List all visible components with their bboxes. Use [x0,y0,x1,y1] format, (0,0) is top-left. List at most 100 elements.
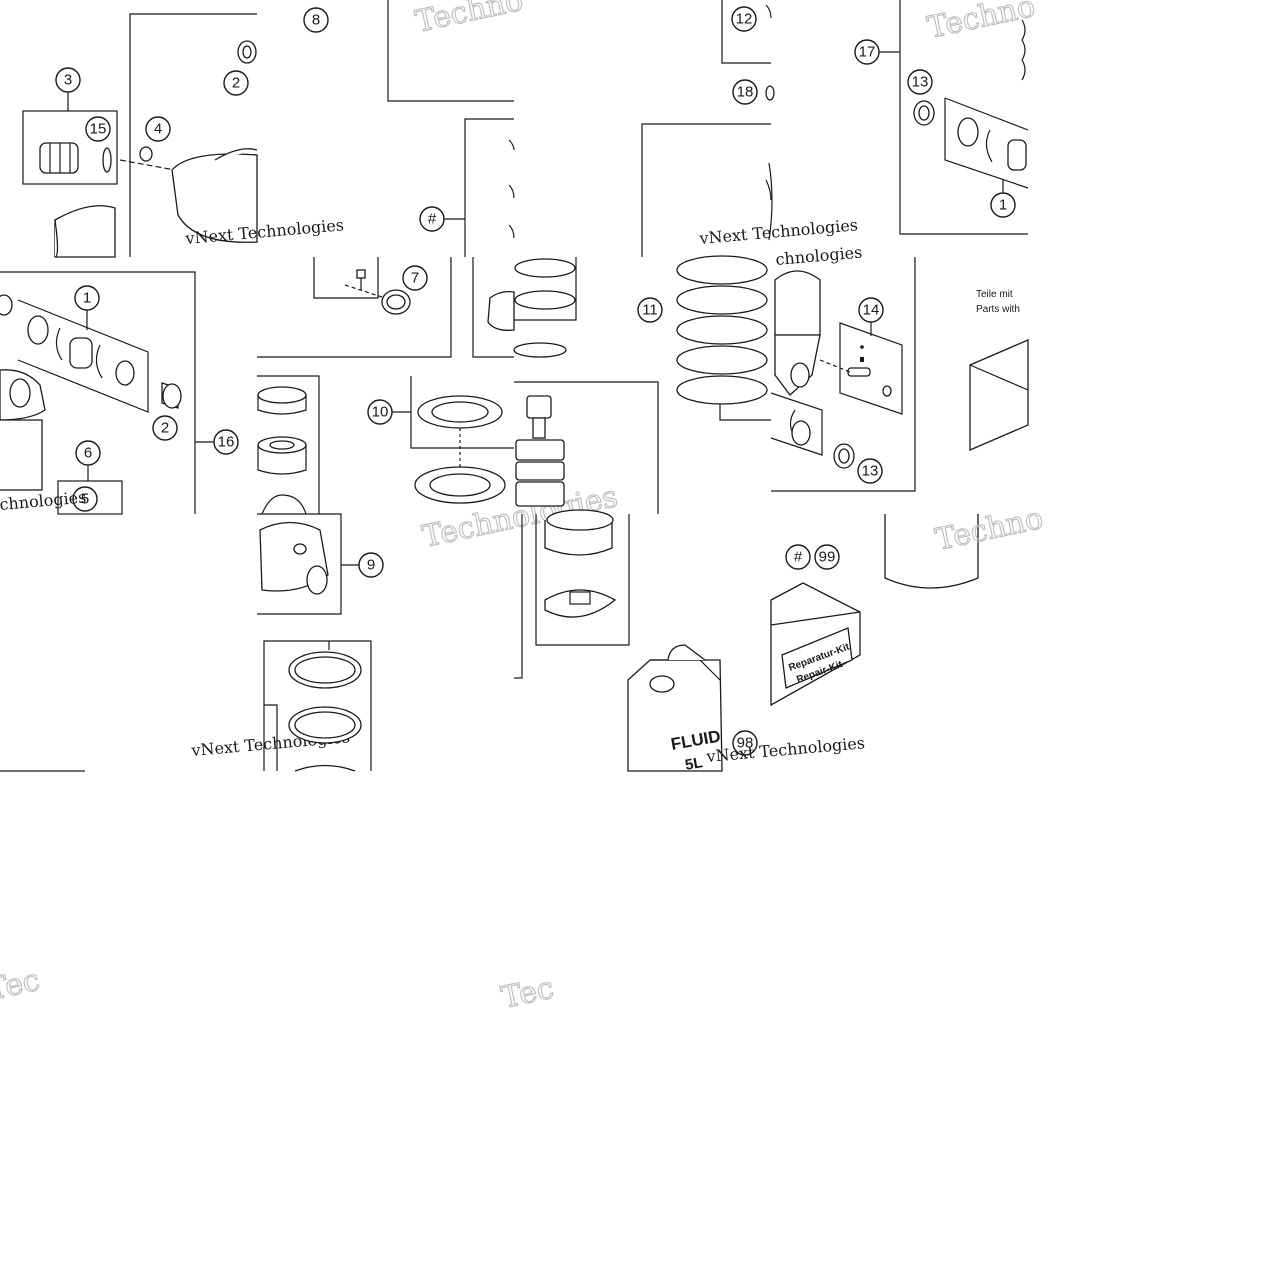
callout-hash-99[interactable]: # [785,544,811,570]
tile-top-right: Techno 17 13 1 [854,0,1039,235]
tile-bottom-center-left: 9 [257,513,384,772]
callout-2[interactable]: 2 [223,70,249,96]
callout-16[interactable]: 16 [213,429,239,455]
tile-top-center-left: 8 Techno # [303,0,527,257]
part-circlip [513,342,567,358]
callout-18-label: 18 [737,84,754,101]
watermark-outline-4: Techno [932,501,1046,558]
part-adjuster-screw [344,269,411,315]
callout-8-label: 8 [312,12,320,29]
tile-right-center: chnologies 14 13 [770,242,1029,492]
callout-2-label: 2 [232,75,240,92]
part-fluid-can-2 [884,514,979,589]
part-spring-preload-sleeve [54,205,116,258]
watermark-text-3: chnologies [0,487,87,514]
callout-98-label: 98 [737,735,754,752]
part-repair-kit-box-top [969,339,1029,451]
watermark-outline-2: Techno [924,0,1038,46]
callout-17-label: 17 [859,44,876,61]
callout-99[interactable]: 99 [814,544,840,570]
watermark-text-2: vNext Technologies [698,215,859,248]
part-bushing [237,40,257,64]
callout-13-lower[interactable]: 13 [857,458,883,484]
callout-3[interactable]: 3 [55,67,81,93]
group-box-5 [57,480,123,515]
callout-99-label: 99 [819,549,836,566]
callout-1-label: 1 [83,290,91,307]
part-bushing-set [913,97,1029,189]
callout-12[interactable]: 12 [731,6,757,32]
callout-4-label: 4 [154,121,162,138]
part-valve [139,146,153,162]
callout-10[interactable]: 10 [367,399,393,425]
callout-hash-99-label: # [794,549,803,566]
part-shock-lower-body [774,270,821,396]
part-spring-seat [414,395,506,504]
callout-18[interactable]: 18 [732,79,758,105]
watermark-outline: Techno [412,0,526,40]
callout-12-label: 12 [736,11,753,28]
callout-14-label: 14 [863,302,880,319]
part-fluid-can: FLUID 5L [627,644,723,774]
callout-9[interactable]: 9 [358,552,384,578]
callout-5[interactable]: 5 [72,486,98,512]
part-reservoir-cap [39,142,112,174]
callout-6[interactable]: 6 [75,440,101,466]
callout-1-top-label: 1 [999,197,1007,214]
note-parts-with: Parts with [976,304,1020,315]
callout-1[interactable]: 1 [74,285,100,311]
callout-hash[interactable]: # [419,206,445,232]
part-damper-piston [515,395,565,507]
part-spring-retainer-9 [259,521,329,595]
part-bushing-set-lower [770,392,855,469]
part-o-rings [288,651,362,772]
callout-11-label: 11 [642,302,658,319]
part-bearing [161,382,182,409]
callout-17[interactable]: 17 [854,39,880,65]
callout-7[interactable]: 7 [402,265,428,291]
callout-15-label: 15 [90,121,107,138]
tile-top-center-right: 12 18 vNext Technologies [641,0,859,257]
tile-center-right: 11 [513,162,773,514]
callout-5-label: 5 [81,491,89,508]
callout-9-label: 9 [367,557,375,574]
callout-13-lower-label: 13 [862,463,879,480]
part-coil-spring [676,255,768,405]
callout-8[interactable]: 8 [303,7,329,33]
callout-4[interactable]: 4 [145,116,171,142]
part-shock-eyelet [0,369,46,491]
part-valve-assembly [819,322,903,415]
group-box-15 [22,110,118,185]
callout-2-left[interactable]: 2 [152,415,178,441]
watermark-fragment-1: Tec [0,963,43,1008]
note-teile-mit: Teile mit [976,289,1013,300]
fluid-can-label-2: 5L [684,754,704,774]
callout-3-label: 3 [64,72,72,89]
callout-1-top[interactable]: 1 [990,192,1016,218]
callout-14[interactable]: 14 [858,297,884,323]
callout-16-label: 16 [218,434,235,451]
part-repair-kit-box: Reparatur-Kit Repair-Kit [770,582,861,707]
part-eyelet-bushing [487,290,515,331]
callout-7-label: 7 [411,270,419,287]
callout-13-label: 13 [912,74,929,91]
part-spring-top [514,258,576,310]
part-seal-kit [0,294,149,413]
callout-hash-label: # [428,211,437,228]
watermark-text-6: vNext Technologies [705,733,866,766]
part-reservoir [171,148,258,243]
watermark-fragments: Tec Tec [0,962,557,1016]
callout-11[interactable]: 11 [637,297,663,323]
watermark-text-4: chnologies [775,242,863,269]
callout-6-label: 6 [84,445,92,462]
part-spring-retainers [257,386,307,515]
callout-10-label: 10 [372,404,389,421]
callout-13[interactable]: 13 [907,69,933,95]
tile-shock-body-left: 1 2 16 [0,271,239,515]
callout-98[interactable]: 98 [732,730,758,756]
tile-shock-absorber-top-left: 2 3 15 4 [22,13,345,258]
part-spring-guide [544,509,617,618]
callout-15[interactable]: 15 [85,116,111,142]
callout-2-left-label: 2 [161,420,169,437]
